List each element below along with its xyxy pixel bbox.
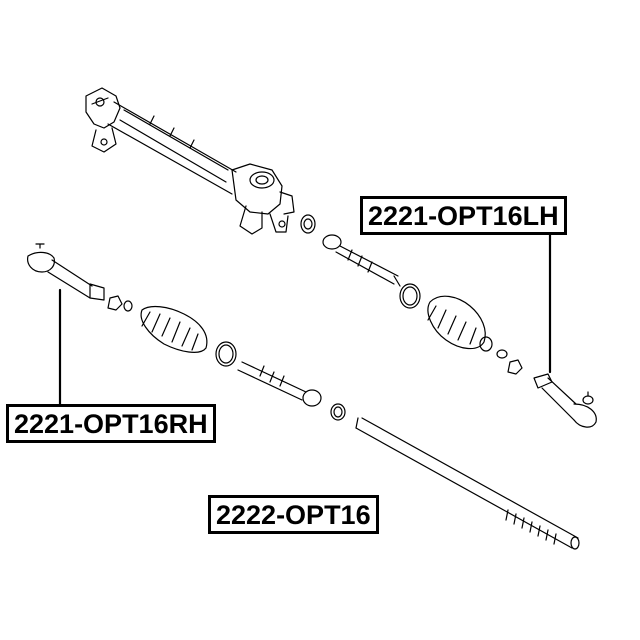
- dust-boot-lh: [427, 295, 493, 352]
- boot-clamp-lh: [399, 283, 421, 309]
- rack-bar: [355, 417, 580, 550]
- part-number-tie-rod-end-lh: 2221-OPT16LH: [360, 196, 567, 235]
- inner-tie-rod-lh: [322, 234, 401, 287]
- inner-tie-rod-rh: [237, 361, 322, 407]
- steering-rack-housing: [85, 87, 295, 235]
- boot-clamp-rh: [215, 341, 237, 367]
- part-number-tie-rod-end-rh: 2221-OPT16RH: [6, 404, 216, 443]
- outer-tie-rod-end-rh: [27, 243, 105, 301]
- dust-boot-rh: [140, 305, 208, 353]
- nut-lh: [496, 349, 523, 375]
- part-number-tie-rod: 2222-OPT16: [208, 495, 379, 534]
- clip-ring-lh: [300, 214, 316, 234]
- clip-ring-rh: [330, 403, 346, 421]
- nut-rh: [107, 295, 133, 312]
- leader-lines: [58, 230, 552, 406]
- outer-tie-rod-end-lh: [533, 373, 597, 428]
